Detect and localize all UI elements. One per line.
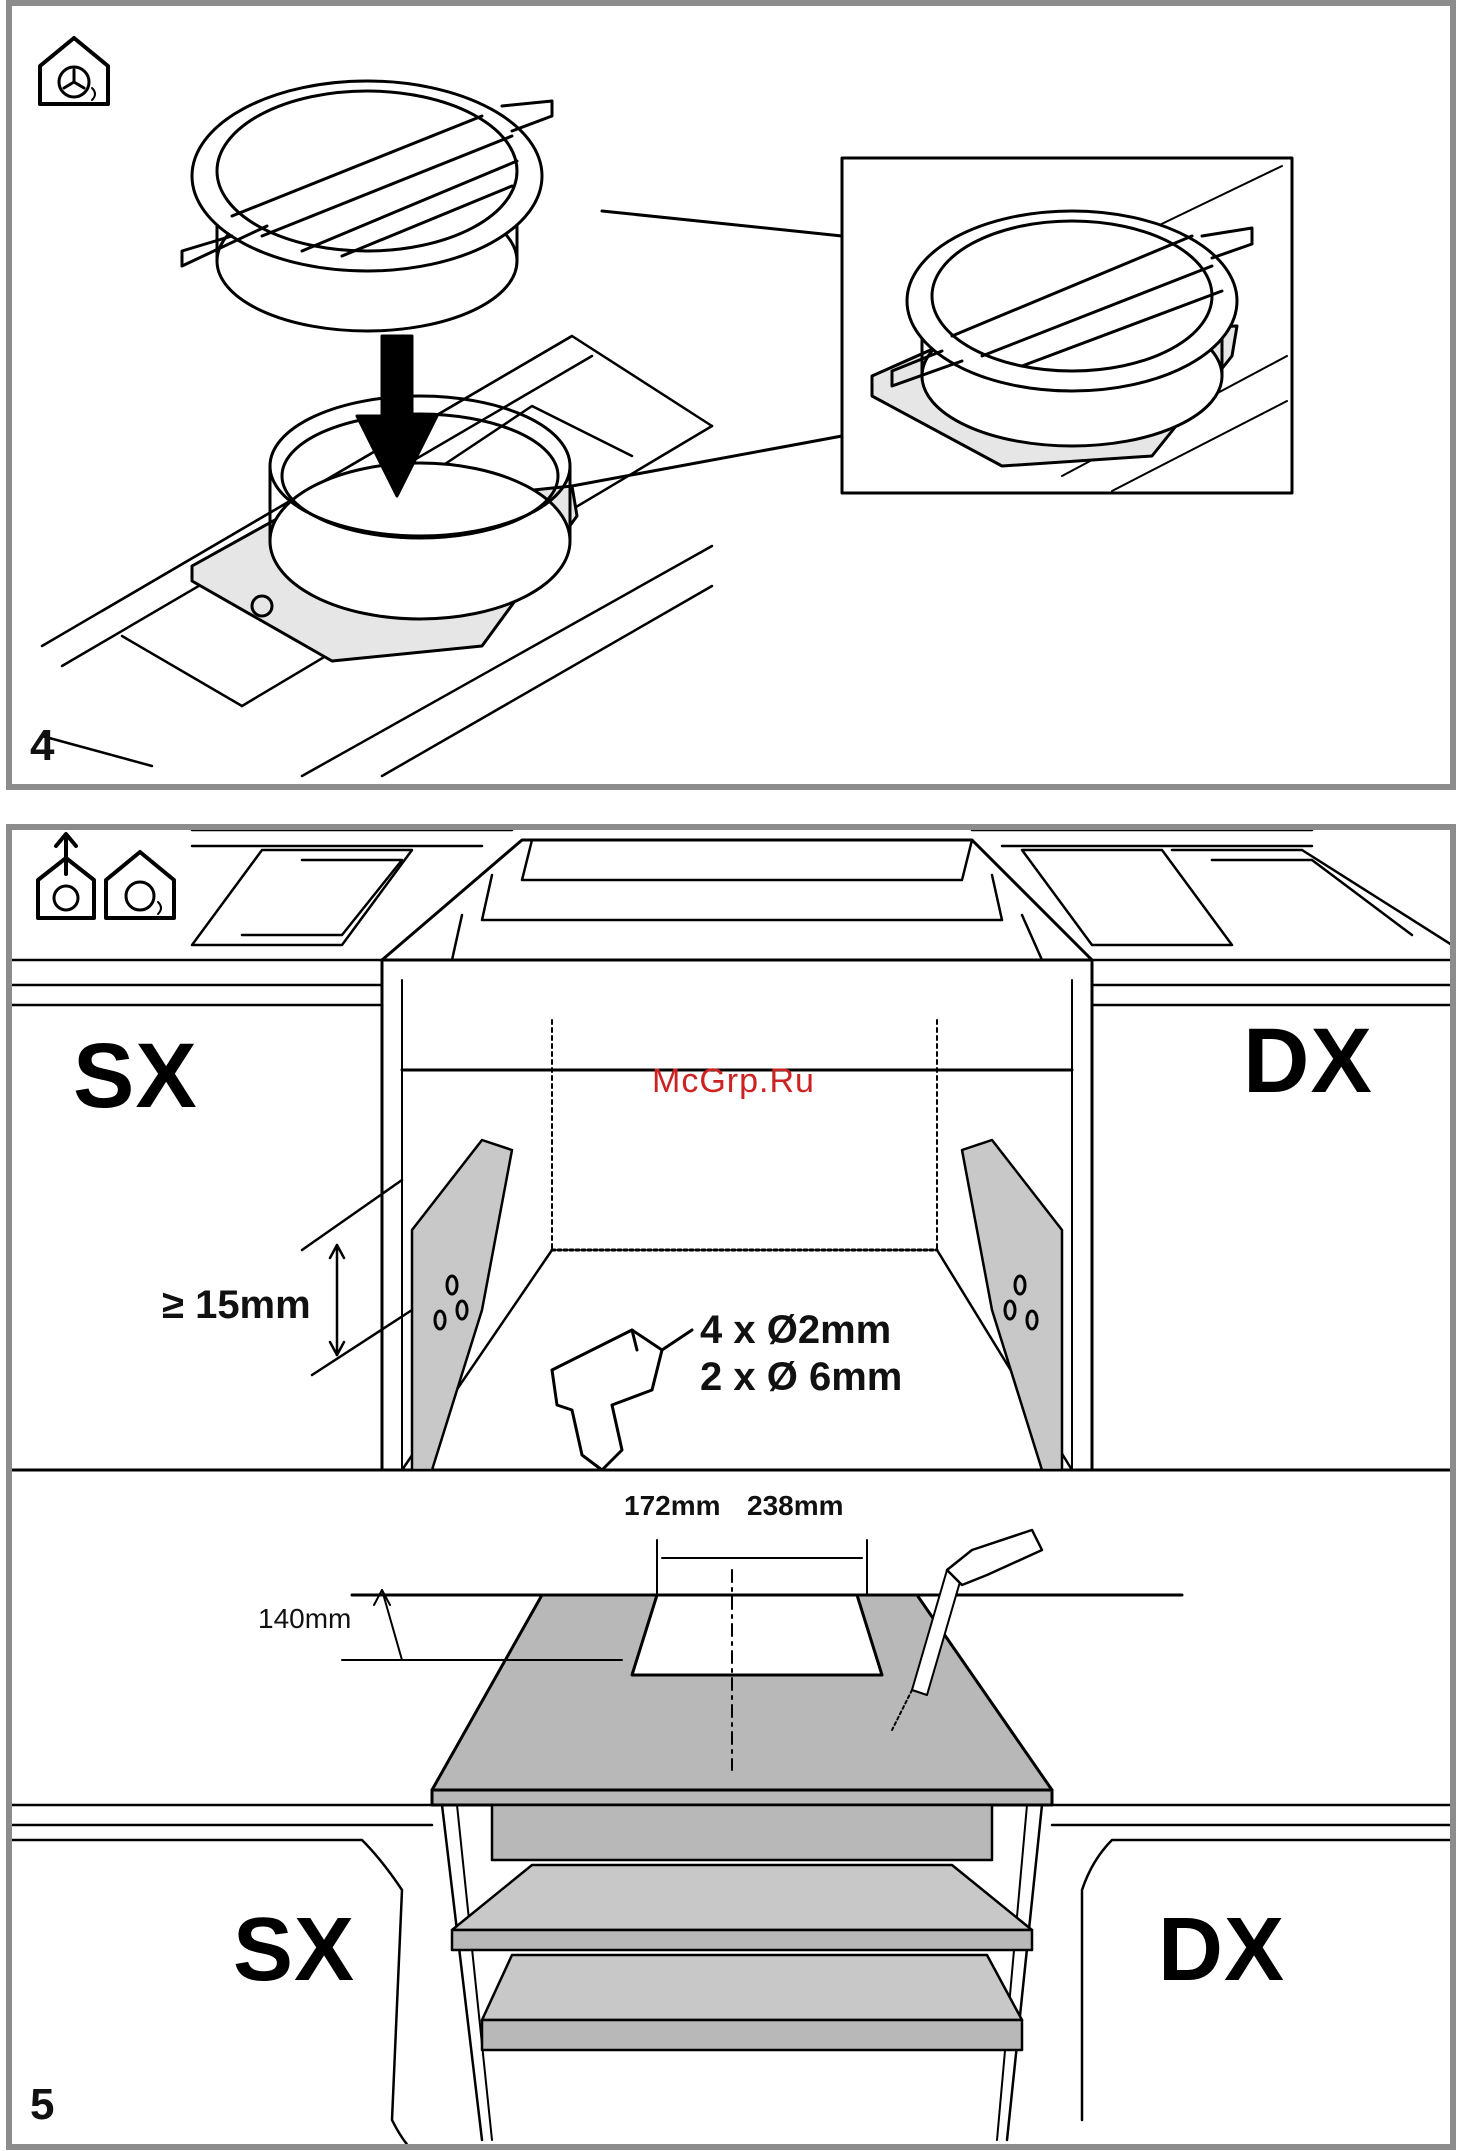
house-fan-recirculation-icon — [106, 852, 174, 918]
detail-inset — [842, 158, 1292, 493]
figure-separator — [0, 790, 1474, 824]
right-side-label-bottom: DX — [1152, 1905, 1291, 1995]
holes-label-line-1: 4 x Ø2mm — [700, 1310, 891, 1350]
check-valve — [182, 81, 552, 331]
holes-label-line-2: 2 x Ø 6mm — [700, 1357, 902, 1397]
mounting-bracket-right — [962, 1140, 1062, 1470]
watermark: McGrp.Ru — [652, 1062, 815, 1101]
drill-icon — [552, 1330, 692, 1470]
cutout-left-width: 172mm — [624, 1492, 721, 1520]
figure-number: 4 — [30, 721, 54, 771]
callout-line — [572, 436, 842, 486]
mounting-bracket-left — [412, 1140, 512, 1470]
countertop — [12, 1540, 1456, 1825]
right-side-label-top: DX — [1237, 1015, 1379, 1107]
cutout-right-width: 238mm — [747, 1492, 844, 1520]
left-side-label-top: SX — [67, 1030, 204, 1122]
callout-line — [602, 211, 842, 236]
house-fan-recirculation-icon — [40, 38, 108, 104]
figure-4-panel: 4 — [6, 0, 1456, 790]
left-side-label-bottom: SX — [227, 1905, 361, 1995]
house-fan-extraction-icon — [38, 834, 94, 918]
cutout-depth: 140mm — [258, 1605, 351, 1633]
figure-5-panel: SX DX McGrp.Ru ≥ 15mm 4 x Ø2mm 2 x Ø 6mm… — [6, 824, 1456, 2150]
figure-number: 5 — [30, 2080, 54, 2130]
clearance-dimension — [302, 1180, 412, 1375]
figure-4-illustration — [12, 6, 1456, 790]
clearance-label: ≥ 15mm — [162, 1285, 311, 1325]
